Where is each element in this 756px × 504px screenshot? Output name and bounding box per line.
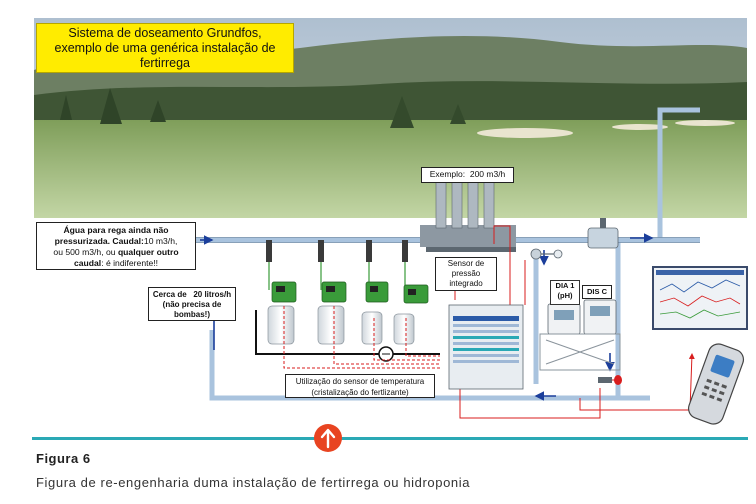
fert-note-line: Cerca de 20 litros/h xyxy=(152,290,232,299)
figure-separator xyxy=(32,424,748,452)
diagram-title: Sistema de doseamento Grundfos, exemplo … xyxy=(36,23,294,73)
fertilizer-tanks xyxy=(267,305,415,345)
valve-right xyxy=(587,218,619,249)
sensor-label-line: Sensor de xyxy=(447,259,485,268)
analyzers xyxy=(539,299,621,371)
signal-lines-red xyxy=(283,225,695,419)
water-note-bold: pressurizada. Caudal: xyxy=(54,236,144,246)
pressure-gauge xyxy=(530,248,563,260)
water-note-line: Água para rega ainda não xyxy=(63,225,169,235)
monitoring-display xyxy=(652,266,748,330)
dosing-pumps xyxy=(271,281,429,304)
water-inflow-note: Água para rega ainda não pressurizada. C… xyxy=(36,222,196,270)
temperature-sensor-label: Utilização do sensor de temperatura (cri… xyxy=(285,374,435,398)
control-panel xyxy=(448,304,524,390)
fertilizer-flow-note: Cerca de 20 litros/h (não precisa de bom… xyxy=(148,287,236,321)
landscape-background xyxy=(34,18,747,218)
title-line: exemplo de uma genérica instalação de xyxy=(54,41,276,55)
water-note-bold: caudal xyxy=(73,258,102,268)
sensor-label-line: pressão xyxy=(451,269,481,278)
temp-label-line: (cristalização do fertlizante) xyxy=(311,388,409,397)
sensor-label-line: integrado xyxy=(449,279,483,288)
temp-label-line: Utilização do sensor de temperatura xyxy=(295,377,425,386)
dia-ph-label: DIA 1 (pH) xyxy=(550,280,580,305)
figure-caption: Figura de re-engenharia duma instalação … xyxy=(36,475,471,490)
red-valve xyxy=(598,375,622,385)
title-line: Sistema de doseamento Grundfos, xyxy=(68,26,262,40)
water-note-text: ou 500 m3/h, ou xyxy=(53,247,116,257)
fert-note-line: bombas!) xyxy=(174,310,210,319)
water-note-text: 10 m3/h, xyxy=(143,236,178,246)
dia-label-line: (pH) xyxy=(557,291,573,300)
temperature-sensor-symbol xyxy=(378,346,394,362)
pressure-sensor-label: Sensor de pressão integrado xyxy=(435,257,497,291)
dis-c-label: DIS C xyxy=(582,285,612,299)
dosing-lines-green xyxy=(268,262,406,290)
dia-label-line: DIA 1 xyxy=(555,281,575,290)
water-note-text: : é indiferente!! xyxy=(101,258,159,268)
title-line: fertirrega xyxy=(139,56,191,70)
figure-label: Figura 6 xyxy=(36,451,91,466)
flow-example-label: Exemplo: 200 m3/h xyxy=(421,167,514,183)
water-note-bold: qualquer outro xyxy=(117,247,179,257)
mobile-phone xyxy=(687,343,745,425)
injection-points xyxy=(266,240,408,262)
fert-note-line: (não precisa de xyxy=(162,300,222,309)
